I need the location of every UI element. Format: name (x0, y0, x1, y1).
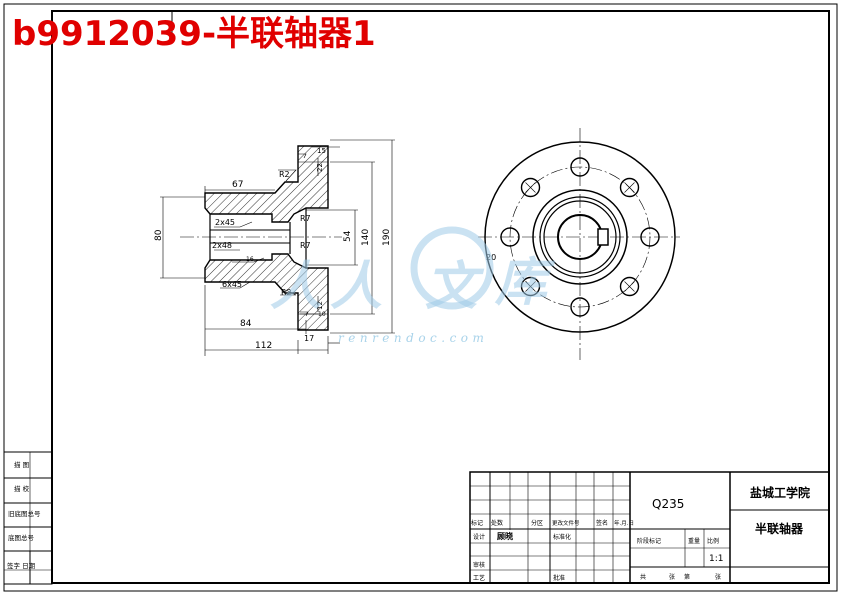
dim-112: 112 (255, 341, 272, 351)
bolt-hole (619, 276, 640, 297)
bolt-hole (570, 297, 590, 317)
bolt-hole (500, 227, 520, 247)
dim-80: 80 (154, 229, 164, 241)
dim-r2-top: R2 (279, 170, 290, 179)
bolt-hole (520, 177, 541, 198)
drawing-frame (51, 10, 830, 584)
flange-outer-circle (484, 141, 676, 333)
part-name-text: 半联轴器 (755, 521, 804, 536)
header-cell-0: 标记 (471, 519, 483, 527)
check-label: 审核 (473, 561, 485, 569)
dim-12: 12 (316, 301, 324, 310)
design-label: 设计 (473, 533, 485, 541)
keyway (597, 228, 609, 246)
section-hatch-upper (204, 145, 329, 223)
bolt-hole (570, 157, 590, 177)
dim-r2-bot: R2 (281, 288, 292, 297)
outer-border (3, 3, 838, 592)
dim-84: 84 (240, 319, 252, 329)
sheets-2: 第 (684, 573, 690, 581)
dim-2x48: 2x48 (212, 241, 232, 250)
sheets-1: 张 (669, 573, 675, 581)
watermark-char-1: 人 (270, 256, 323, 317)
approve-label: 批准 (553, 574, 565, 582)
end-view (478, 128, 680, 360)
bolt-hole-mark (525, 281, 536, 292)
left-row-3: 底图总号 (8, 533, 35, 542)
bolt-hole-mark (525, 182, 536, 193)
watermark-char-2: 人 (330, 256, 383, 317)
school-text: 盐城工学院 (750, 485, 810, 500)
dim-67: 67 (232, 180, 243, 190)
page-title: b9912039-半联轴器1 (12, 14, 376, 54)
section-dimensions (160, 139, 395, 356)
bolt-hole-mark (624, 281, 635, 292)
left-row-1: 描 校 (14, 484, 30, 493)
bolt-circle (509, 166, 651, 308)
sheets-3: 张 (715, 573, 721, 581)
watermark-url: renrendoc.com (338, 331, 489, 345)
left-row-4: 签字 日期 (7, 561, 36, 570)
dim-6x45: 6x45 (222, 280, 242, 289)
left-row-0: 描 图 (14, 460, 29, 469)
standardize-label: 标准化 (553, 533, 571, 541)
material-text: Q235 (652, 497, 684, 511)
scale-text: 1:1 (709, 554, 723, 564)
hub-chamfer-circle (539, 196, 621, 278)
dim-17: 17 (304, 334, 314, 343)
dim-190: 190 (382, 229, 392, 246)
bolt-hole (640, 227, 660, 247)
dim-22: 22 (316, 163, 324, 172)
dim-15: 15 (317, 147, 326, 155)
dim-140: 140 (361, 229, 371, 246)
header-cell-5: 年.月.日 (614, 519, 634, 527)
designer-name: 顾晓 (497, 531, 513, 541)
dim-54: 54 (343, 230, 353, 242)
watermark-char-4: 库 (495, 252, 548, 313)
dim-10: 10 (318, 311, 326, 318)
dim-r7-bot: R7 (300, 241, 311, 250)
bolt-hole (619, 177, 640, 198)
left-block-texts: 描 图 描 校 旧底图总号 底图总号 签字 日期 (7, 460, 41, 570)
hub-outer-circle (532, 189, 628, 285)
dim-r7-top: R7 (300, 214, 311, 223)
sheets-0: 共 (640, 573, 646, 581)
header-cell-3: 更改文件号 (552, 519, 580, 527)
watermark-circle (410, 226, 494, 310)
header-cell-1: 处数 (491, 519, 503, 527)
bolt-hole (520, 276, 541, 297)
weight-label: 重量 (688, 537, 700, 545)
header-cell-2: 分区 (531, 519, 543, 527)
header-cell-4: 签名 (596, 519, 608, 527)
bolt-hole-mark (624, 182, 635, 193)
dim-16: 16 (246, 256, 254, 263)
scale-label: 比例 (707, 537, 719, 545)
left-row-2: 旧底图总号 (8, 509, 41, 518)
section-dimension-texts: 15 22 R2 67 R7 2x45 80 54 140 190 2x48 R… (154, 147, 392, 351)
bolt-holes (500, 157, 660, 317)
title-block (469, 471, 830, 584)
process-label: 工艺 (473, 574, 485, 582)
hub-inner-circle (543, 200, 617, 274)
stage-mark-label: 阶段标记 (637, 537, 661, 545)
watermark-char-3: 文 (425, 256, 478, 317)
dim-2x45-top: 2x45 (215, 218, 235, 227)
title-block-texts: Q235 盐城工学院 半联轴器 1:1 标记 处数 分区 更改文件号 签名 年.… (471, 485, 810, 582)
left-block (3, 451, 53, 585)
